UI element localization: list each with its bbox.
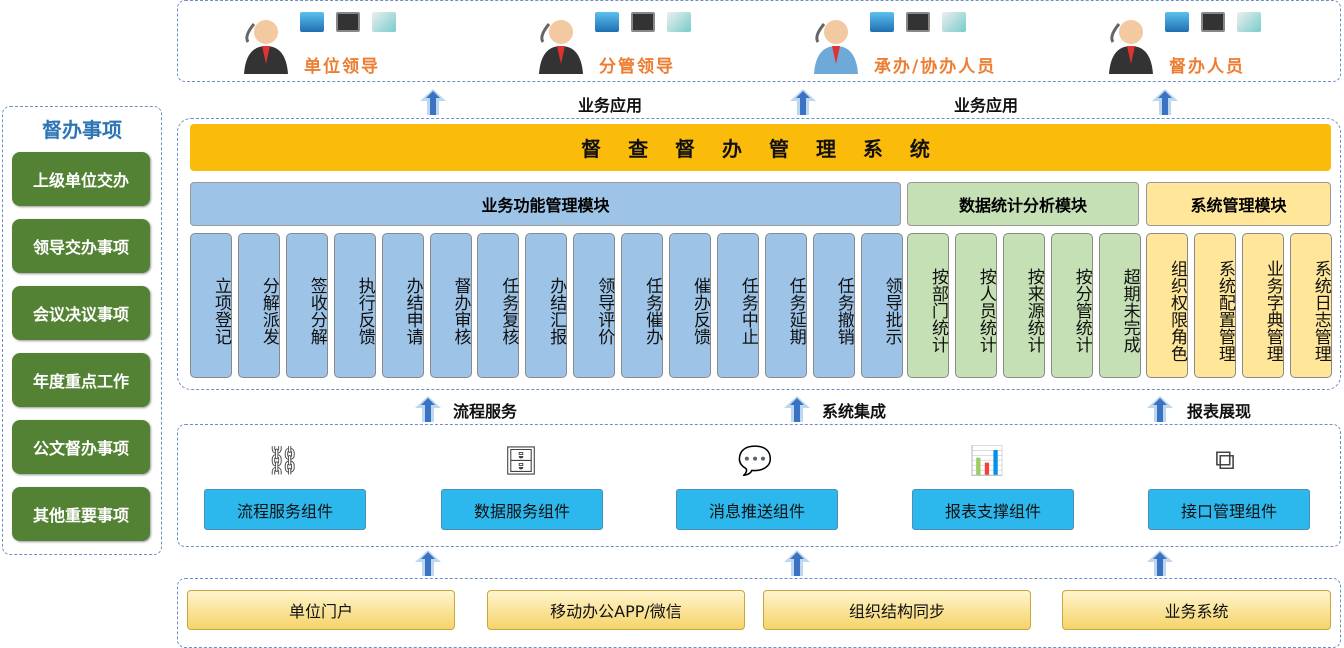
up-arrow-icon bbox=[1147, 550, 1173, 576]
system-function-item: 系统配置管理 bbox=[1193, 233, 1236, 378]
source-box: 业务系统 bbox=[1062, 590, 1331, 630]
system-panel bbox=[177, 118, 1341, 390]
person-icon bbox=[814, 20, 858, 74]
system-title: 督 查 督 办 管 理 系 统 bbox=[190, 124, 1331, 171]
up-arrow-icon bbox=[790, 89, 816, 115]
workflow-icon: ⛓ bbox=[265, 443, 301, 477]
system-function-item: 业务字典管理 bbox=[1241, 233, 1284, 378]
component-box: 数据服务组件 bbox=[441, 489, 603, 530]
role-label: 承办/协办人员 bbox=[874, 57, 997, 77]
component-box: 接口管理组件 bbox=[1148, 489, 1310, 530]
business-function-item: 任务复核 bbox=[477, 233, 520, 378]
business-function-item: 领导批示 bbox=[860, 233, 903, 378]
business-function-item: 任务延期 bbox=[764, 233, 807, 378]
role-label: 单位领导 bbox=[304, 57, 380, 77]
roles-panel bbox=[177, 0, 1341, 82]
layer-label: 业务应用 bbox=[578, 96, 643, 115]
up-arrow-icon bbox=[415, 396, 441, 422]
statistics-function-item: 按来源统计 bbox=[1002, 233, 1045, 378]
business-function-item: 立项登记 bbox=[190, 233, 232, 378]
role-label: 分管领导 bbox=[599, 57, 675, 77]
up-arrow-icon bbox=[1152, 89, 1178, 115]
person-icon bbox=[1109, 20, 1153, 74]
role-group: 分管领导 bbox=[535, 6, 735, 78]
bar-chart-icon: 📊 bbox=[969, 443, 1005, 477]
up-arrow-icon bbox=[1147, 396, 1173, 422]
source-box: 组织结构同步 bbox=[763, 590, 1031, 630]
system-module-header: 系统管理模块 bbox=[1146, 182, 1331, 226]
business-function-item: 任务中止 bbox=[716, 233, 759, 378]
layer-label: 系统集成 bbox=[822, 402, 887, 421]
layer-label: 业务应用 bbox=[954, 96, 1019, 115]
matter-item: 公文督办事项 bbox=[12, 420, 150, 474]
system-function-item: 组织权限角色 bbox=[1146, 233, 1188, 378]
matter-item: 会议决议事项 bbox=[12, 286, 150, 340]
devices-icon bbox=[870, 12, 966, 32]
statistics-function-item: 超期未完成 bbox=[1098, 233, 1141, 378]
source-box: 单位门户 bbox=[187, 590, 455, 630]
component-box: 流程服务组件 bbox=[204, 489, 366, 530]
business-function-item: 督办审核 bbox=[429, 233, 472, 378]
business-function-item: 领导评价 bbox=[573, 233, 616, 378]
role-label: 督办人员 bbox=[1169, 57, 1245, 77]
devices-icon bbox=[1165, 12, 1261, 32]
statistics-function-item: 按分管统计 bbox=[1050, 233, 1093, 378]
components-panel bbox=[177, 424, 1341, 547]
role-group: 督办人员 bbox=[1105, 6, 1305, 78]
up-arrow-icon bbox=[415, 550, 441, 576]
matter-item: 年度重点工作 bbox=[12, 353, 150, 407]
left-panel bbox=[2, 106, 162, 555]
business-function-item: 办结汇报 bbox=[525, 233, 568, 378]
matter-item: 上级单位交办 bbox=[12, 152, 150, 206]
chat-bubble-icon: 💬 bbox=[737, 443, 773, 477]
statistics-function-item: 按部门统计 bbox=[907, 233, 949, 378]
up-arrow-icon bbox=[784, 396, 810, 422]
up-arrow-icon bbox=[784, 550, 810, 576]
source-box: 移动办公APP/微信 bbox=[487, 590, 745, 630]
business-function-item: 办结申请 bbox=[381, 233, 424, 378]
role-group: 单位领导 bbox=[240, 6, 440, 78]
left-panel-title: 督办事项 bbox=[42, 118, 122, 142]
matter-item: 领导交办事项 bbox=[12, 219, 150, 273]
role-group: 承办/协办人员 bbox=[810, 6, 1010, 78]
devices-icon bbox=[595, 12, 691, 32]
business-function-item: 执行反馈 bbox=[333, 233, 376, 378]
component-box: 报表支撑组件 bbox=[912, 489, 1074, 530]
component-box: 消息推送组件 bbox=[676, 489, 838, 530]
person-icon bbox=[539, 20, 583, 74]
statistics-module-header: 数据统计分析模块 bbox=[907, 182, 1139, 226]
business-function-item: 签收分解 bbox=[285, 233, 328, 378]
matter-item: 其他重要事项 bbox=[12, 487, 150, 541]
business-module-header: 业务功能管理模块 bbox=[190, 182, 901, 226]
statistics-function-item: 按人员统计 bbox=[954, 233, 997, 378]
interface-icon: ⧉ bbox=[1215, 443, 1235, 476]
up-arrow-icon bbox=[420, 89, 446, 115]
business-function-item: 任务催办 bbox=[621, 233, 664, 378]
business-function-item: 催办反馈 bbox=[669, 233, 711, 378]
layer-label: 流程服务 bbox=[453, 402, 518, 421]
system-function-item: 系统日志管理 bbox=[1289, 233, 1332, 378]
server-shield-icon: 🗄 bbox=[503, 443, 539, 477]
business-function-item: 任务撤销 bbox=[812, 233, 855, 378]
layer-label: 报表展现 bbox=[1187, 402, 1252, 421]
person-icon bbox=[244, 20, 288, 74]
devices-icon bbox=[300, 12, 396, 32]
business-function-item: 分解派发 bbox=[237, 233, 280, 378]
